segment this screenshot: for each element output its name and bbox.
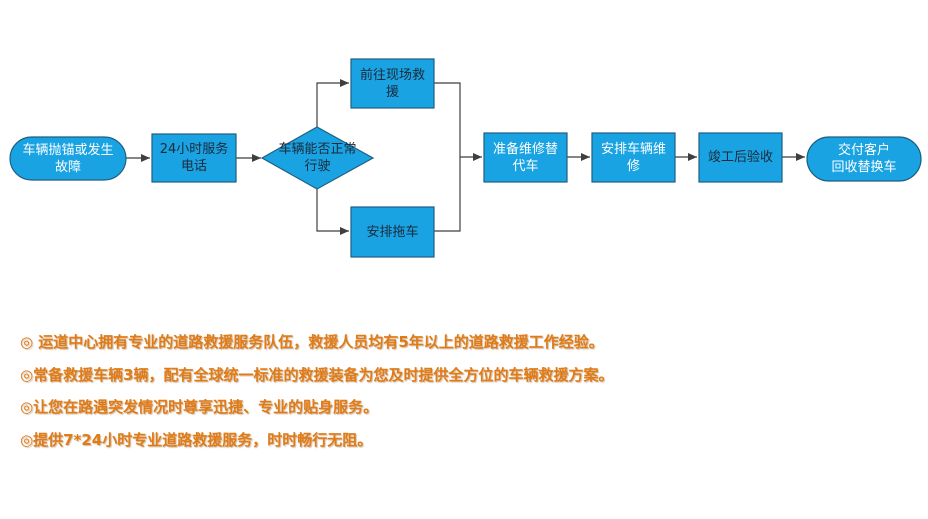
arrange-tow-label: 安排拖车 xyxy=(366,224,419,240)
rescue-flowchart xyxy=(9,58,922,258)
arrange-tow-process xyxy=(350,206,435,258)
hotline-process xyxy=(151,133,237,183)
description-line-4: ◎提供7*24小时专业道路救援服务，时时畅行无阻。 xyxy=(20,430,373,449)
start-terminal xyxy=(9,136,127,181)
description-line-1: ◎ 运道中心拥有专业的道路救援服务队伍，救援人员均有5年以上的道路救援工作经验。 xyxy=(20,333,604,351)
description-line-2: ◎常备救援车辆3辆，配有全球统一标准的救援装备为您及时提供全方位的车辆救援方案。 xyxy=(20,365,614,384)
prepare-car-process xyxy=(483,132,568,183)
connectors xyxy=(126,79,805,235)
arrange-repair-process xyxy=(591,132,676,183)
go-to-scene-label: 前往现场救 援 xyxy=(359,67,425,100)
service-description-list: ◎ 运道中心拥有专业的道路救援服务队伍，救援人员均有5年以上的道路救援工作经验。… xyxy=(20,331,614,461)
inspection-process xyxy=(698,132,783,183)
description-line-3: ◎让您在路遇突发情况时尊享迅捷、专业的贴身服务。 xyxy=(20,398,379,416)
hotline-label: 24小时服务 电话 xyxy=(159,142,229,174)
connector-decision-scene xyxy=(316,79,349,127)
decision-label: 车辆能否正常 行驶 xyxy=(278,142,357,174)
start-label: 车辆抛锚或发生 故障 xyxy=(22,142,114,175)
decision-diamond xyxy=(260,126,375,190)
prepare-car-label: 准备维修替 代车 xyxy=(492,141,558,174)
arrange-repair-label: 安排车辆维 修 xyxy=(600,141,666,174)
end-terminal xyxy=(806,136,922,182)
inspection-label: 竣工后验收 xyxy=(707,150,773,165)
connector-scene-merge xyxy=(434,82,461,232)
go-to-scene-process xyxy=(350,58,435,109)
connector-decision-tow xyxy=(316,189,349,235)
end-label: 交付客户 回收替换车 xyxy=(831,143,897,175)
